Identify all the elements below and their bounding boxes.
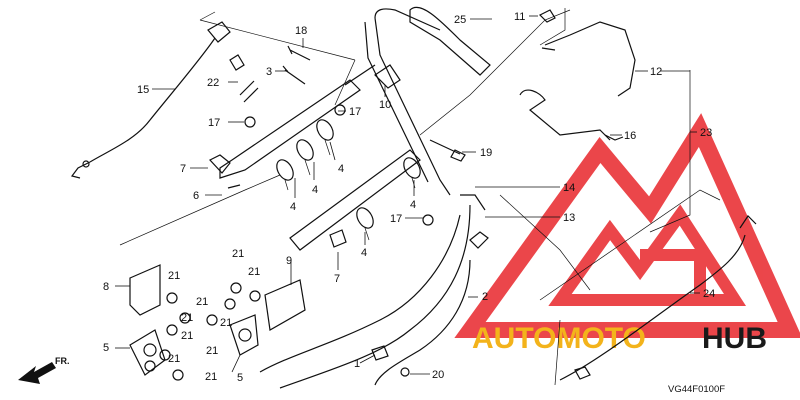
knob-4-group — [276, 119, 421, 241]
callout-18: 18 — [295, 25, 307, 37]
cable-12-16 — [519, 21, 636, 141]
callout-8: 8 — [103, 281, 109, 293]
handle-lower-6 — [219, 79, 421, 251]
callout-4: 4 — [290, 201, 296, 213]
callout-11: 11 — [514, 11, 525, 23]
callout-12: 12 — [650, 66, 662, 78]
callout-17: 17 — [390, 213, 402, 225]
callout-15: 15 — [137, 84, 149, 96]
watermark-text-hub: HUB — [702, 322, 767, 355]
callout-21: 21 — [181, 330, 193, 342]
callout-9: 9 — [286, 255, 292, 267]
cable-15 — [70, 21, 231, 179]
callout-4: 4 — [410, 199, 416, 211]
front-direction-label: FR. — [55, 356, 70, 366]
callout-10: 10 — [379, 99, 391, 111]
callout-7: 7 — [180, 163, 186, 175]
callout-3: 3 — [266, 66, 272, 78]
callout-21: 21 — [181, 312, 193, 324]
callout-5: 5 — [237, 372, 243, 384]
callout-4: 4 — [338, 163, 344, 175]
callout-21: 21 — [205, 371, 217, 383]
callout-2: 2 — [482, 291, 488, 303]
callout-21: 21 — [168, 270, 180, 282]
callout-22: 22 — [207, 77, 219, 89]
bracket-5-left — [129, 329, 166, 376]
callout-16: 16 — [624, 130, 636, 142]
watermark-logo — [454, 113, 800, 338]
callout-14: 14 — [563, 182, 575, 194]
nuts-21 — [144, 282, 261, 381]
watermark-text-auto: AUTOMOTO — [472, 322, 646, 355]
callout-25: 25 — [454, 14, 466, 26]
callout-17: 17 — [208, 117, 220, 129]
callout-1: 1 — [354, 358, 360, 370]
callout-21: 21 — [220, 317, 232, 329]
callout-20: 20 — [432, 369, 444, 381]
callout-24: 24 — [703, 288, 715, 300]
bracket-9 — [264, 279, 306, 331]
hardware-small — [209, 9, 556, 248]
callout-21: 21 — [232, 248, 244, 260]
callout-23: 23 — [700, 127, 712, 139]
callout-labels: 1 2 3 4 4 4 4 4 4 5 5 6 7 7 8 9 10 11 12… — [103, 11, 715, 384]
callout-21: 21 — [206, 345, 218, 357]
callout-17: 17 — [349, 106, 361, 118]
callout-6: 6 — [193, 190, 199, 202]
callout-4: 4 — [361, 247, 367, 259]
callout-21: 21 — [196, 296, 208, 308]
handle-upper-25 — [344, 6, 491, 196]
callout-13: 13 — [563, 212, 575, 224]
cable-lower — [259, 194, 757, 389]
callout-5: 5 — [103, 342, 109, 354]
callout-7: 7 — [334, 273, 340, 285]
front-direction-arrow-icon — [18, 362, 56, 384]
callout-19: 19 — [480, 147, 492, 159]
bracket-8 — [129, 264, 161, 316]
callout-4: 4 — [312, 184, 318, 196]
callout-21: 21 — [168, 353, 180, 365]
diagram-code: VG44F0100F — [668, 384, 725, 395]
bracket-5-right — [229, 314, 259, 356]
callout-21: 21 — [248, 266, 260, 278]
clip-1 — [371, 345, 410, 377]
leader-lines — [115, 15, 700, 375]
